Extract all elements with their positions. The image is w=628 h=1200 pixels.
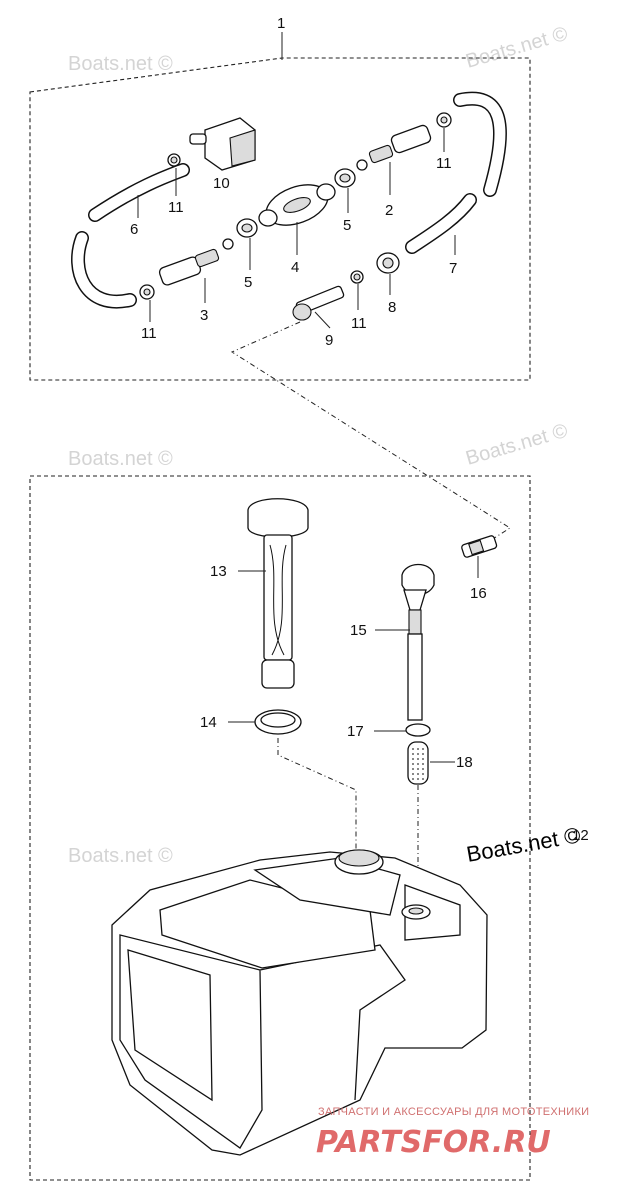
fuel-line-assembly-box [29, 57, 531, 381]
callout-7: 7 [449, 260, 457, 277]
callout-14: 14 [200, 714, 217, 731]
fuel-gauge-13 [247, 498, 309, 689]
fitting-16 [461, 535, 498, 558]
callout-4: 4 [291, 259, 299, 276]
watermark: Boats.net © [463, 23, 570, 73]
callouts-upper: 10 11 6 11 3 5 4 5 2 11 7 8 11 9 [130, 128, 457, 349]
o-ring-17 [405, 723, 431, 737]
fuel-tank-12 [111, 849, 488, 1156]
callout-11: 11 [168, 199, 184, 216]
callout-11: 11 [436, 155, 452, 172]
callout-18: 18 [456, 754, 473, 771]
callout-17: 17 [347, 723, 364, 740]
connection-line [230, 321, 511, 543]
callout-11: 11 [351, 315, 367, 332]
watermark: Boats.net © [68, 448, 173, 470]
callout-9: 9 [325, 332, 333, 349]
brand-tagline: ЗАПЧАСТИ И АКСЕССУАРЫ ДЛЯ МОТОТЕХНИКИ [318, 1106, 589, 1118]
callout-13: 13 [210, 563, 227, 580]
callout-8: 8 [388, 299, 396, 316]
boats-net-stamp: Boats.net © [465, 822, 583, 867]
check-valve-3 [158, 238, 234, 286]
callout-5: 5 [343, 217, 351, 234]
primer-bulb-4 [258, 183, 336, 227]
fuel-tank-assembly-box [29, 475, 531, 1181]
watermark: Boats.net © [68, 845, 173, 867]
clip-11 [167, 153, 181, 167]
filter-18 [407, 741, 429, 785]
callout-12: 12 [572, 827, 589, 844]
clip-11 [350, 270, 364, 284]
assembly-guide [277, 738, 357, 850]
watermark: Boats.net © [68, 53, 173, 75]
callout-1: 1 [277, 15, 285, 32]
watermark: Boats.net © [463, 420, 570, 470]
clip-11 [139, 284, 155, 300]
callout-16: 16 [470, 585, 487, 602]
fuel-pickup-15 [401, 563, 435, 721]
connector-10 [189, 117, 256, 171]
callout-5: 5 [244, 274, 252, 291]
brand-logo: PARTSFOR.RU [316, 1125, 551, 1160]
callout-3: 3 [200, 307, 208, 324]
connector-9 [292, 285, 345, 321]
callout-15: 15 [350, 622, 367, 639]
check-valve-2 [356, 124, 432, 171]
callout-10: 10 [213, 175, 230, 192]
clip-11 [436, 112, 452, 128]
callout-6: 6 [130, 221, 138, 238]
callout-11: 11 [141, 325, 157, 342]
callout-2: 2 [385, 202, 393, 219]
